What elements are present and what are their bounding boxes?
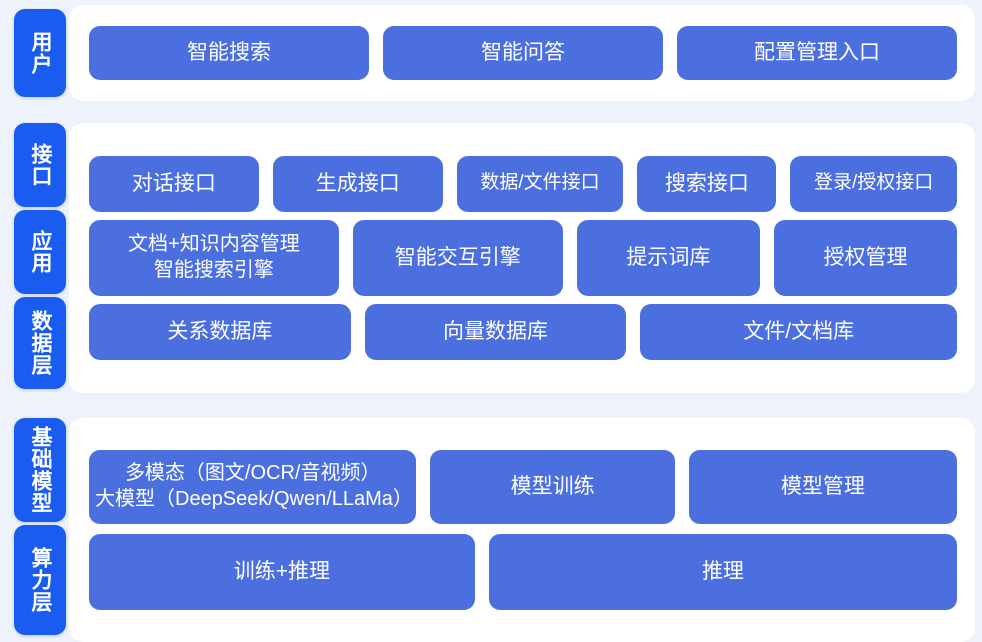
box-vector-database[interactable]: 向量数据库 [364, 303, 627, 360]
box-inference[interactable]: 推理 [488, 534, 957, 611]
layer-group-user: 用户 智能搜索 智能问答 配置管理入口 [0, 5, 982, 101]
box-data-file-interface[interactable]: 数据/文件接口 [456, 155, 624, 212]
compute-tab[interactable]: 算力层 [14, 525, 66, 636]
box-doc-knowledge-management-search-engine[interactable]: 文档+知识内容管理 智能搜索引擎 [89, 219, 339, 296]
layer-tab-column-user: 用户 [0, 5, 66, 101]
user-row: 智能搜索 智能问答 配置管理入口 [69, 25, 975, 80]
box-dialog-interface[interactable]: 对话接口 [89, 155, 259, 212]
foundation-model-tab-label: 基础模型 [28, 426, 52, 515]
foundation-model-tab[interactable]: 基础模型 [14, 418, 66, 523]
application-tab[interactable]: 应用 [14, 209, 66, 294]
compute-tab-label: 算力层 [28, 547, 52, 614]
layer-card-platform: 对话接口 生成接口 数据/文件接口 搜索接口 登录/授权接口 文档+知识内容管理… [69, 122, 975, 394]
layer-group-infrastructure: 基础模型 算力层 多模态（图文/OCR/音视频） 大模型（DeepSeek/Qw… [0, 418, 982, 642]
application-tab-label: 应用 [28, 229, 52, 274]
application-row: 文档+知识内容管理 智能搜索引擎 智能交互引擎 提示词库 授权管理 [69, 219, 975, 296]
box-training-plus-inference[interactable]: 训练+推理 [89, 534, 475, 611]
layer-tab-column-platform: 接口 应用 数据层 [0, 122, 66, 394]
data-tab[interactable]: 数据层 [14, 296, 66, 389]
box-login-auth-interface[interactable]: 登录/授权接口 [790, 155, 957, 212]
interface-tab[interactable]: 接口 [14, 122, 66, 207]
box-search-interface[interactable]: 搜索接口 [637, 155, 777, 212]
box-generation-interface[interactable]: 生成接口 [272, 155, 443, 212]
box-smart-search[interactable]: 智能搜索 [89, 25, 369, 80]
layer-group-platform: 接口 应用 数据层 对话接口 生成接口 数据/文件接口 搜索接口 登录/授权接口… [0, 122, 982, 394]
box-prompt-library[interactable]: 提示词库 [576, 219, 760, 296]
box-relational-database[interactable]: 关系数据库 [89, 303, 351, 360]
box-model-management[interactable]: 模型管理 [688, 450, 957, 525]
box-smart-interaction-engine[interactable]: 智能交互引擎 [352, 219, 563, 296]
box-config-management-entry[interactable]: 配置管理入口 [677, 25, 957, 80]
data-tab-label: 数据层 [28, 309, 52, 376]
user-tab[interactable]: 用户 [14, 9, 66, 97]
interface-row: 对话接口 生成接口 数据/文件接口 搜索接口 登录/授权接口 [69, 155, 975, 212]
interface-tab-label: 接口 [28, 142, 52, 187]
layer-card-user: 智能搜索 智能问答 配置管理入口 [69, 5, 975, 101]
data-row: 关系数据库 向量数据库 文件/文档库 [69, 303, 975, 360]
box-smart-qa[interactable]: 智能问答 [383, 25, 663, 80]
box-model-training[interactable]: 模型训练 [430, 450, 675, 525]
layer-card-infrastructure: 多模态（图文/OCR/音视频） 大模型（DeepSeek/Qwen/LLaMa）… [69, 418, 975, 642]
foundation-model-row: 多模态（图文/OCR/音视频） 大模型（DeepSeek/Qwen/LLaMa）… [69, 450, 975, 525]
box-multimodal-large-model[interactable]: 多模态（图文/OCR/音视频） 大模型（DeepSeek/Qwen/LLaMa） [89, 450, 417, 525]
layer-tab-column-infrastructure: 基础模型 算力层 [0, 418, 66, 642]
box-authorization-management[interactable]: 授权管理 [773, 219, 958, 296]
box-file-document-store[interactable]: 文件/文档库 [640, 303, 957, 360]
compute-row: 训练+推理 推理 [69, 534, 975, 611]
user-tab-label: 用户 [28, 31, 52, 75]
